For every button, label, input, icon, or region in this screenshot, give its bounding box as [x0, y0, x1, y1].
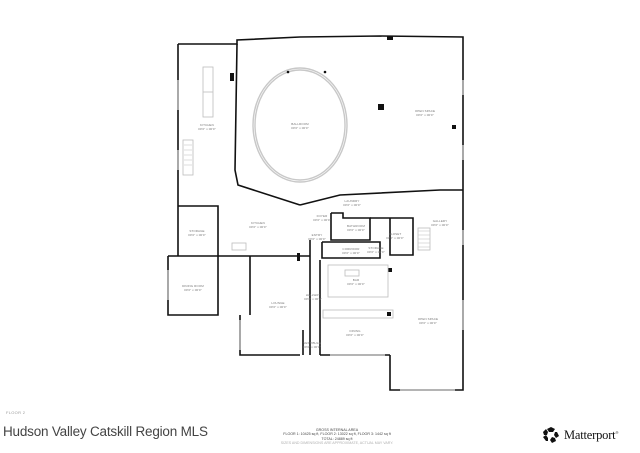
floor-label: FLOOR 2: [6, 410, 26, 415]
fixtures: [182, 66, 431, 319]
windows: [167, 80, 464, 391]
matterport-logo-icon: [543, 427, 559, 443]
matterport-wordmark: Matterport®: [564, 427, 619, 442]
stairs: [184, 144, 430, 248]
gross-area-total: TOTAL: 24889 sq ft: [321, 436, 353, 441]
gross-area-heading: GROSS INTERNAL AREA: [315, 428, 359, 432]
exterior-walls: [167, 35, 464, 391]
matterport-logo: Matterport®: [542, 426, 619, 444]
gross-area-floors: FLOOR 1: 10425 sq ft, FLOOR 2: 13022 sq …: [283, 432, 391, 437]
columns: [230, 36, 456, 316]
ballroom-oval: [252, 67, 348, 183]
gross-area-disclaimer: SIZES AND DIMENSIONS ARE APPROXIMATE, AC…: [280, 441, 394, 446]
listing-title: Hudson Valley Catskill Region MLS: [3, 424, 208, 439]
gross-area-block: GROSS INTERNAL AREA FLOOR 1: 10425 sq ft…: [262, 428, 412, 446]
